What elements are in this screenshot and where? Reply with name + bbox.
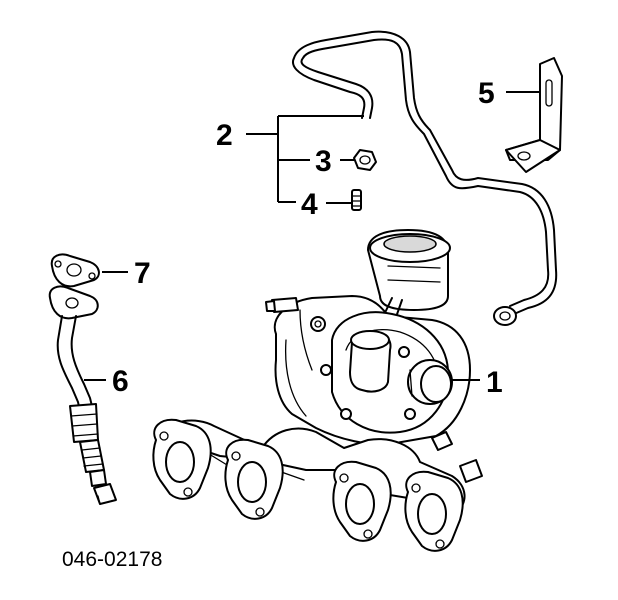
callout-5: 5 [478, 77, 495, 110]
callout-4: 4 [301, 188, 318, 221]
stud-part [351, 189, 362, 211]
callout-2: 2 [216, 119, 233, 152]
leader-lines [84, 91, 540, 381]
callout-1: 1 [486, 366, 503, 399]
part-number-label: 046-02178 [62, 548, 162, 571]
callout-3: 3 [315, 145, 332, 178]
bracket-part [505, 57, 563, 173]
oil-return-pipe [48, 285, 117, 505]
nut-part [353, 149, 377, 171]
oil-feed-pipe [292, 30, 558, 326]
turbocharger-assembly [265, 229, 483, 483]
callout-6: 6 [112, 365, 129, 398]
gasket-part [50, 253, 100, 288]
callout-7: 7 [134, 257, 151, 290]
exhaust-manifold [152, 418, 466, 552]
